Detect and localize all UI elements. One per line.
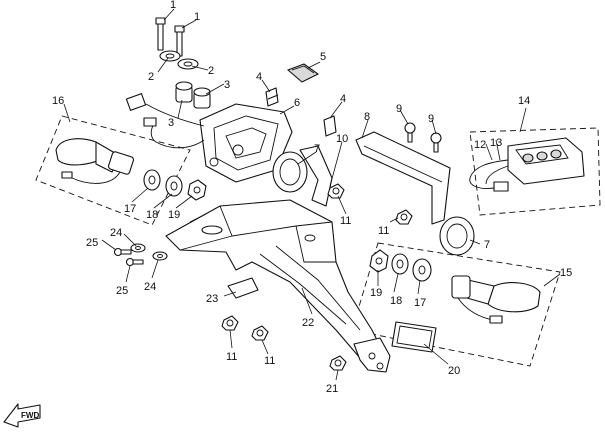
- nut-part-11-lower-left: [221, 315, 239, 331]
- leader-lines: [63, 8, 561, 381]
- washer-part-2-left: [159, 50, 181, 62]
- callout-11: 11: [378, 225, 389, 237]
- license-light-wire-part-12: [469, 159, 509, 192]
- callout-17: 17: [124, 203, 136, 215]
- callout-9: 9: [396, 103, 402, 115]
- nut-part-11-lower-right: [251, 325, 269, 341]
- arrow-forward-icon: FWD: [3, 403, 41, 428]
- mounting-plate-part-21-bracket: [353, 337, 391, 373]
- nut-part-19-left: [187, 179, 207, 201]
- nut-part-11-center: [327, 183, 345, 199]
- spacer-part-17-right: [412, 258, 432, 282]
- callout-11: 11: [226, 351, 237, 363]
- bolt-part-1-right: [174, 25, 185, 57]
- reflector-part-7-lower: [439, 216, 475, 256]
- callout-13: 13: [490, 137, 502, 149]
- license-light-part-14: [507, 137, 585, 185]
- callout-24: 24: [144, 281, 156, 293]
- callout-7: 7: [484, 239, 490, 251]
- callout-12: 12: [474, 139, 486, 151]
- callout-4: 4: [340, 93, 346, 105]
- washer-part-24-upper: [130, 243, 146, 253]
- callout-2: 2: [148, 71, 154, 83]
- grommet-part-3-left: [175, 81, 193, 103]
- callout-6: 6: [294, 97, 300, 109]
- tail-light-assembly-part-6: [199, 103, 293, 183]
- washer-part-2-right: [177, 58, 199, 70]
- reflector-part-7-upper: [272, 151, 308, 193]
- callout-21: 21: [326, 383, 338, 395]
- callout-10: 10: [336, 133, 348, 145]
- clip-part-4-right: [323, 115, 337, 137]
- fwd-label: FWD: [21, 411, 39, 420]
- callout-17: 17: [414, 297, 426, 309]
- callout-18: 18: [390, 295, 402, 307]
- callout-1: 1: [194, 11, 200, 23]
- callout-15: 15: [560, 267, 572, 279]
- spacer-part-17-left: [143, 169, 161, 191]
- reflector-bracket-part-10: [299, 145, 333, 207]
- callout-11: 11: [264, 355, 275, 367]
- callout-14: 14: [518, 95, 530, 107]
- callout-25: 25: [86, 237, 98, 249]
- right-turn-signal-group-box: [351, 242, 561, 367]
- nut-part-19-right: [369, 249, 389, 273]
- callout-16: 16: [52, 95, 64, 107]
- nut-part-11-right: [395, 209, 413, 225]
- license-plate-lens-part-20: [391, 321, 437, 353]
- clip-part-4-upper: [265, 87, 279, 107]
- bolt-part-1-left: [155, 17, 166, 51]
- callout-11: 11: [340, 215, 351, 227]
- callout-1: 1: [170, 0, 176, 11]
- washer-part-24-lower: [152, 251, 168, 261]
- callout-labels: 1 1 2 2 3 3 4 4 5 6 7 7 8 9 9 10 11 11 1…: [52, 0, 572, 395]
- callout-8: 8: [364, 111, 370, 123]
- turn-signal-part-16: [55, 138, 135, 184]
- turn-signal-part-15: [451, 275, 541, 324]
- nut-part-21: [329, 355, 347, 371]
- callout-2: 2: [208, 65, 214, 77]
- callout-19: 19: [168, 209, 180, 221]
- callout-3: 3: [224, 79, 230, 91]
- callout-19: 19: [370, 287, 382, 299]
- callout-18: 18: [146, 209, 158, 221]
- callout-25: 25: [116, 285, 128, 297]
- washer-part-18-left: [165, 175, 183, 197]
- callout-7: 7: [314, 143, 320, 155]
- bolt-part-25-upper: [113, 247, 132, 257]
- callout-22: 22: [302, 317, 314, 329]
- tail-light-wire-harness: [125, 93, 205, 149]
- license-light-wire-part-13: [485, 165, 509, 185]
- callout-24: 24: [110, 227, 122, 239]
- washer-part-18-right: [391, 253, 409, 275]
- grommet-part-3-right: [193, 87, 211, 109]
- license-bracket-part-8: [355, 131, 451, 225]
- bracket-part-23: [227, 277, 259, 299]
- bolt-part-25-lower: [125, 257, 144, 267]
- callout-20: 20: [448, 365, 460, 377]
- screw-part-9-left: [404, 122, 416, 143]
- callout-3: 3: [168, 117, 174, 129]
- left-turn-signal-group-box: [35, 115, 191, 226]
- screw-part-9-right: [430, 132, 442, 153]
- callout-23: 23: [206, 293, 218, 305]
- callout-9: 9: [428, 113, 434, 125]
- callout-5: 5: [320, 51, 326, 63]
- callout-4: 4: [256, 71, 262, 83]
